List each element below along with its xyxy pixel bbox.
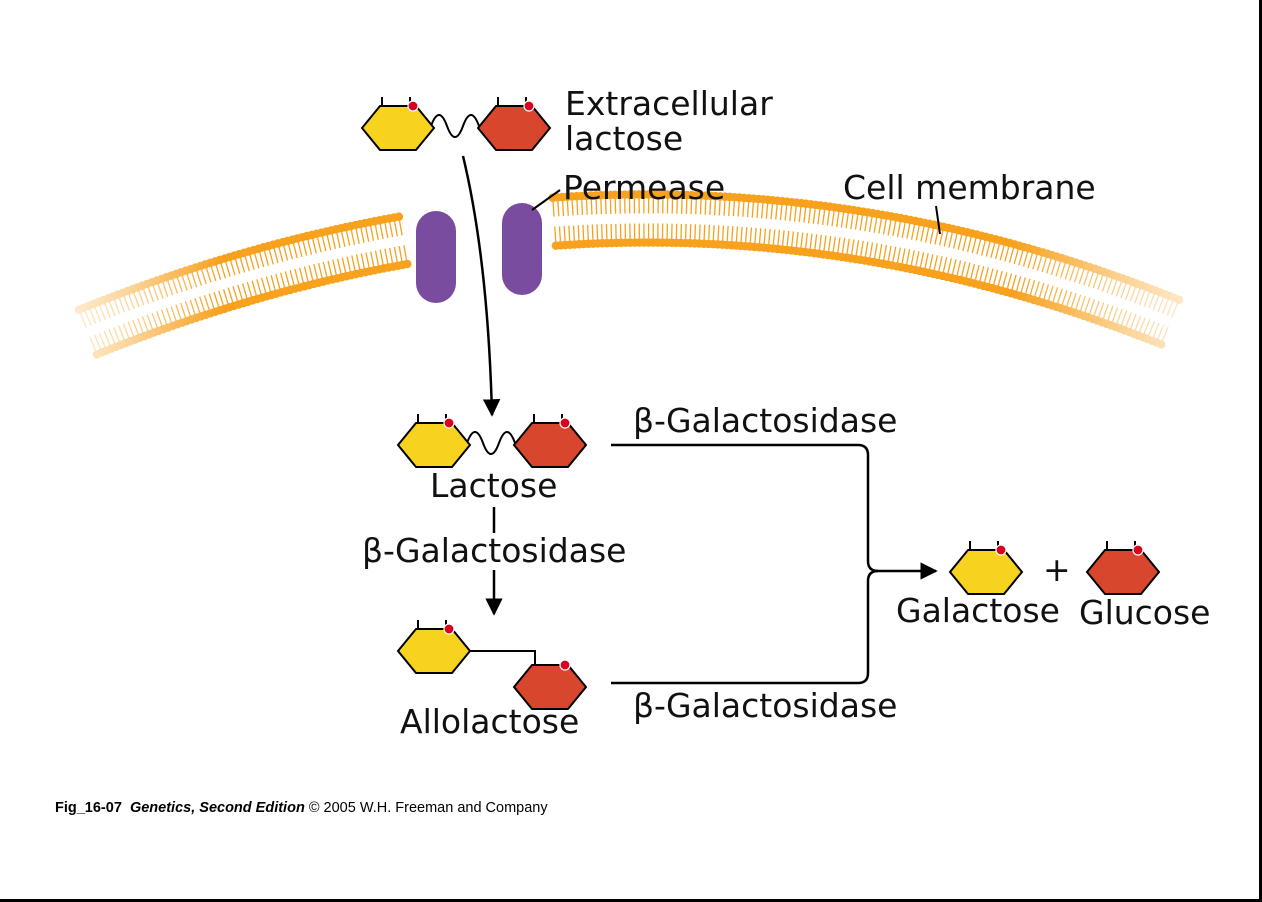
extracellular-lactose-molecule	[360, 97, 552, 151]
lactose-molecule	[396, 414, 588, 468]
copyright-text: © 2005 W.H. Freeman and Company	[308, 800, 548, 816]
extracellular-label-line1: Extracellular	[565, 84, 773, 123]
galactose-hexagon	[396, 620, 472, 674]
glucose-hexagon	[512, 659, 588, 710]
cell-membrane-label: Cell membrane	[843, 168, 1096, 207]
bottom-reaction-line	[611, 569, 879, 685]
membrane-leader-line	[935, 205, 941, 235]
glycosidic-bond	[466, 431, 516, 455]
glycosidic-bond	[430, 114, 480, 138]
enzyme-label-top: β-Galactosidase	[633, 401, 897, 440]
lactose-label: Lactose	[430, 466, 557, 505]
allolactose-label: Allolactose	[400, 702, 579, 741]
permease-channel	[416, 203, 542, 303]
galactose-hexagon	[360, 97, 436, 151]
permease-right-subunit	[502, 203, 542, 295]
galactose-product	[948, 541, 1024, 595]
glucose-product	[1085, 541, 1161, 595]
permease-left-subunit	[416, 211, 456, 303]
figure-caption: Fig_16-07 Genetics, Second Edition © 200…	[55, 800, 548, 816]
glucose-hexagon	[512, 414, 588, 468]
galactose-hexagon	[396, 414, 472, 468]
enzyme-label-bottom: β-Galactosidase	[633, 686, 897, 725]
membrane-fade-overlay	[60, 190, 1220, 390]
permease-leader-line	[531, 189, 561, 211]
extracellular-label-line2: lactose	[565, 119, 683, 158]
import-arrow	[461, 155, 501, 417]
enzyme-label-middle: β-Galactosidase	[362, 531, 626, 570]
glycosidic-bond	[470, 650, 536, 669]
permease-label: Permease	[563, 168, 725, 207]
book-title: Genetics, Second Edition	[129, 800, 305, 816]
figure-id: Fig_16-07	[55, 800, 122, 816]
glucose-hexagon	[476, 97, 552, 151]
galactose-label: Galactose	[896, 591, 1060, 630]
glucose-label: Glucose	[1079, 593, 1210, 632]
allolactose-molecule	[396, 620, 588, 710]
top-reaction-line	[611, 443, 879, 573]
plus-sign: +	[1043, 550, 1071, 589]
